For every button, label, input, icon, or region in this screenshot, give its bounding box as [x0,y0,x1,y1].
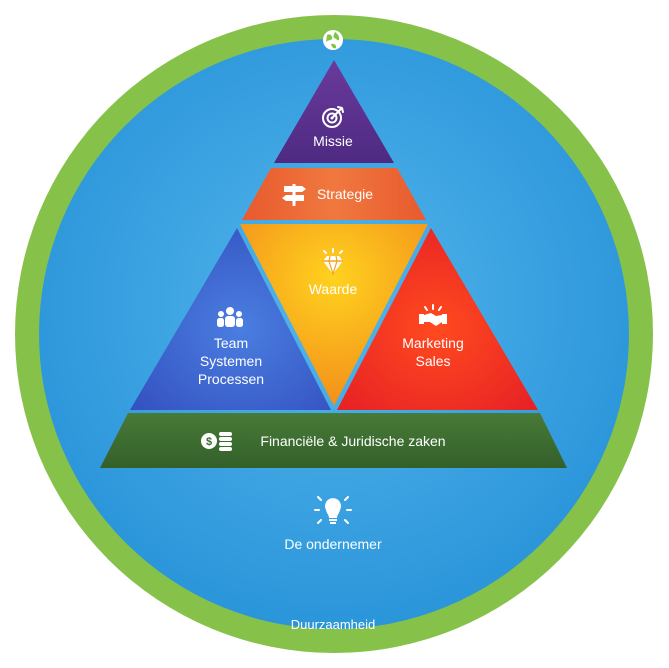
svg-text:$: $ [206,436,212,448]
team-label-line-2: Systemen [200,353,262,369]
duurzaamheid-label: Duurzaamheid [291,617,376,632]
target-icon [322,106,344,128]
coins-icon: $ [201,432,232,451]
people-icon [217,307,243,327]
handshake-icon [419,304,447,326]
segment-missie [274,60,394,163]
diamond-icon [323,248,343,277]
globe-icon [323,30,343,50]
segment-financien [100,413,567,468]
segment-waarde [240,224,428,406]
waarde-label: Waarde [309,281,358,297]
ondernemer-label: De ondernemer [284,536,382,552]
segment-strategie [242,168,426,220]
team-label-line-1: Team [214,335,248,351]
financien-label: Financiële & Juridische zaken [260,433,445,449]
marketing-label-line-1: Marketing [402,335,463,351]
marketing-label-line-2: Sales [415,353,450,369]
team-label-line-3: Processen [198,371,264,387]
signpost-icon [282,184,306,206]
missie-label: Missie [313,133,353,149]
strategie-label: Strategie [317,186,373,202]
lightbulb-icon [314,496,352,524]
